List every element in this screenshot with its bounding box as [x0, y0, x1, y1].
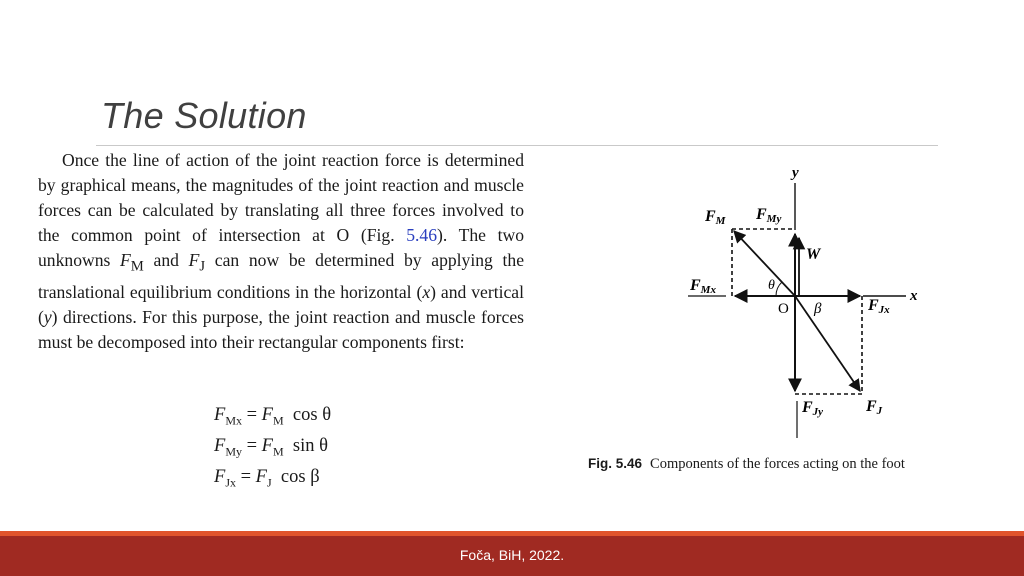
- figure-reference-link[interactable]: 5.46: [406, 225, 438, 245]
- w-label: W: [806, 246, 822, 263]
- eq-lhs: F: [214, 467, 226, 487]
- x-axis-label: x: [909, 288, 918, 304]
- equation-fmx: FMx = FM cos θ: [214, 405, 331, 429]
- symbol-x: x: [422, 281, 431, 302]
- figure-caption-text: Components of the forces acting on the f…: [650, 456, 905, 472]
- eq-lhs-sub: Jx: [225, 475, 236, 490]
- eq-rhs: F: [255, 467, 267, 487]
- eq-fn: cos β: [271, 467, 320, 487]
- symbol-fm: F: [120, 250, 131, 270]
- eq-rhs: F: [261, 405, 273, 425]
- eq-rhs-sub: M: [272, 413, 284, 428]
- fm-component-dashes: [731, 228, 795, 296]
- paragraph-text-2: ). The two unknowns: [38, 225, 524, 270]
- theta-label: θ: [768, 278, 775, 293]
- beta-label: β: [813, 301, 822, 317]
- fj-label: FJ: [865, 398, 883, 417]
- symbol-fj: F: [188, 250, 200, 270]
- force-diagram: y x O W θ β FM FMy FMx FJx FJy FJ: [688, 165, 918, 438]
- symbol-y: y: [43, 306, 52, 327]
- symbol-fj-sub: J: [199, 258, 206, 275]
- eq-rhs-sub: J: [266, 475, 272, 490]
- paragraph-and: and: [143, 250, 189, 270]
- fm-label: FM: [704, 208, 727, 227]
- figure-caption-label: Fig. 5.46: [588, 456, 643, 471]
- equation-fmy: FMy = FM sin θ: [214, 436, 328, 460]
- y-axis-label: y: [790, 165, 799, 181]
- paragraph-text-4: ) and vertical (: [38, 281, 524, 327]
- fj-arrow: [794, 295, 861, 393]
- eq-lhs-sub: My: [225, 444, 242, 459]
- fmy-label: FMy: [755, 206, 781, 225]
- eq-fn: cos θ: [283, 405, 332, 425]
- title-divider: [96, 145, 938, 146]
- fm-arrow: [733, 230, 796, 297]
- origin-label: O: [778, 301, 789, 317]
- footer-text: Foča, BiH, 2022.: [459, 547, 565, 563]
- fmx-label: FMx: [689, 277, 716, 296]
- eq-lhs: F: [214, 405, 226, 425]
- eq-rhs-sub: M: [272, 444, 284, 459]
- eq-rhs: F: [261, 436, 273, 456]
- fjy-label: FJy: [801, 399, 823, 418]
- theta-arc: [775, 281, 783, 297]
- slide-title: The Solution: [101, 95, 307, 136]
- fjx-label: FJx: [867, 297, 890, 316]
- eq-sign: =: [241, 436, 262, 456]
- footer-bar: Foča, BiH, 2022.: [0, 536, 1024, 576]
- eq-lhs-sub: Mx: [225, 413, 242, 428]
- paragraph-text-3: can now be determined by applying the tr…: [38, 250, 525, 302]
- paragraph-text-5: ) directions. For this purpose, the join…: [38, 306, 524, 352]
- body-paragraph: Once the line of action of the joint rea…: [38, 148, 524, 355]
- fj-component-dashes: [795, 296, 863, 395]
- eq-lhs: F: [214, 436, 226, 456]
- eq-sign: =: [241, 405, 262, 425]
- eq-fn: sin θ: [283, 436, 328, 456]
- figure-caption: Fig. 5.46 Components of the forces acting…: [588, 456, 905, 473]
- eq-sign: =: [235, 467, 256, 487]
- paragraph-text-1: Once the line of action of the joint rea…: [38, 150, 524, 245]
- footer-accent-stripe: [0, 531, 1024, 536]
- equation-fjx: FJx = FJ cos β: [214, 467, 320, 491]
- symbol-fm-sub: M: [130, 258, 144, 275]
